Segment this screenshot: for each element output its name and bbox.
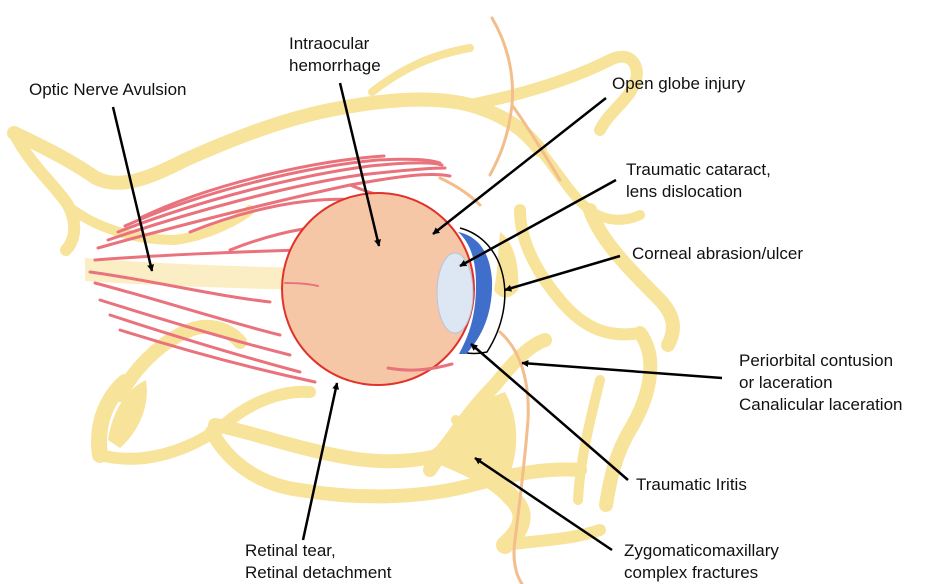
label-intraocular-hemorrhage: Intraocular hemorrhage: [289, 33, 381, 77]
label-periorbital-contusion: Periorbital contusion or laceration Cana…: [739, 350, 902, 416]
label-traumatic-iritis: Traumatic Iritis: [636, 474, 747, 496]
optic-nerve: [85, 258, 300, 290]
arrow-periorbital: [522, 363, 722, 378]
lens: [437, 253, 473, 333]
label-retinal-tear: Retinal tear, Retinal detachment: [245, 540, 391, 584]
label-corneal-abrasion: Corneal abrasion/ulcer: [632, 243, 803, 265]
arrow-corneal: [505, 256, 620, 290]
label-open-globe-injury: Open globe injury: [612, 73, 745, 95]
label-optic-nerve-avulsion: Optic Nerve Avulsion: [29, 79, 186, 101]
label-zygomaticomaxillary: Zygomaticomaxillary complex fractures: [624, 540, 779, 584]
label-traumatic-cataract: Traumatic cataract, lens dislocation: [626, 159, 771, 203]
